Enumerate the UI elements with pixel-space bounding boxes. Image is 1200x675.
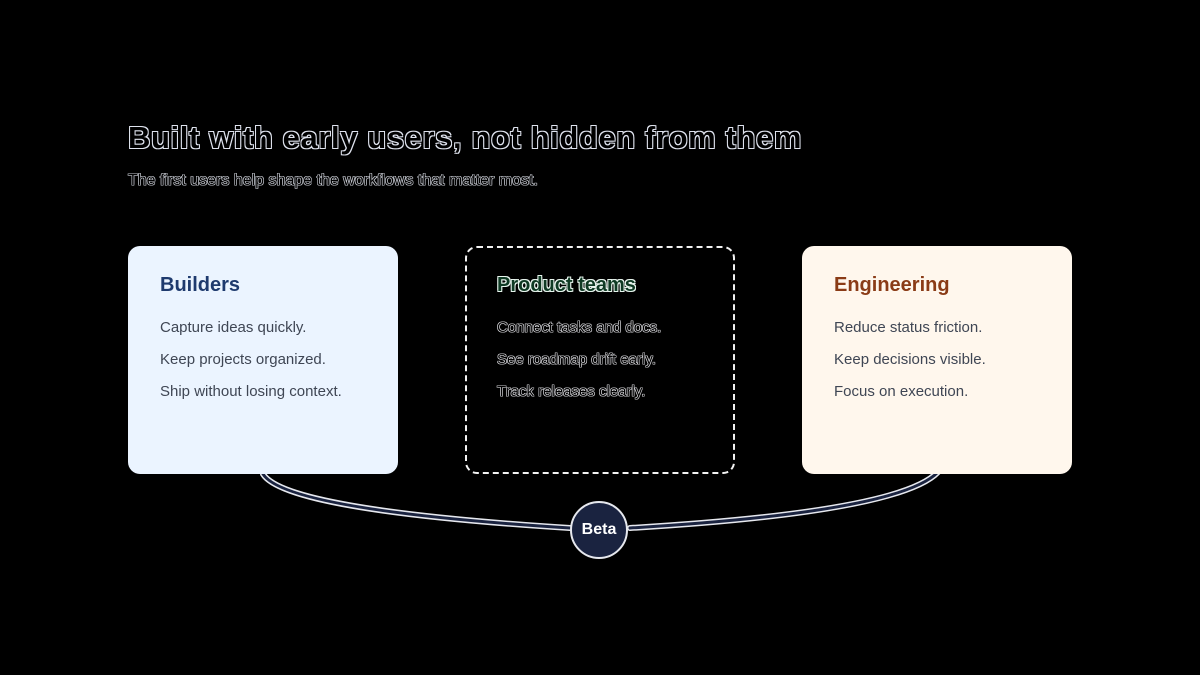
slide-title: Built with early users, not hidden from … bbox=[128, 120, 803, 155]
card-line: Focus on execution. bbox=[834, 383, 969, 400]
card-line: Connect tasks and docs. bbox=[497, 319, 662, 336]
beta-badge-label: Beta bbox=[581, 521, 617, 538]
beta-badge: Beta bbox=[570, 501, 628, 559]
card-engineering: Engineering Reduce status friction. Keep… bbox=[802, 246, 1072, 474]
card-line: Ship without losing context. bbox=[160, 383, 342, 400]
card-line: Reduce status friction. bbox=[834, 319, 983, 336]
card-line: See roadmap drift early. bbox=[497, 351, 656, 368]
card-builders: Builders Capture ideas quickly. Keep pro… bbox=[128, 246, 398, 474]
card-line: Keep projects organized. bbox=[160, 351, 326, 368]
card-line: Keep decisions visible. bbox=[834, 351, 986, 368]
card-line: Capture ideas quickly. bbox=[160, 319, 307, 336]
card-title: Engineering bbox=[834, 274, 950, 296]
card-product-teams: Product teams Connect tasks and docs. Se… bbox=[465, 246, 735, 474]
card-title: Builders bbox=[160, 274, 241, 296]
slide-subtitle: The first users help shape the workflows… bbox=[128, 172, 538, 189]
card-line: Track releases clearly. bbox=[497, 383, 646, 400]
card-title: Product teams bbox=[497, 274, 636, 296]
